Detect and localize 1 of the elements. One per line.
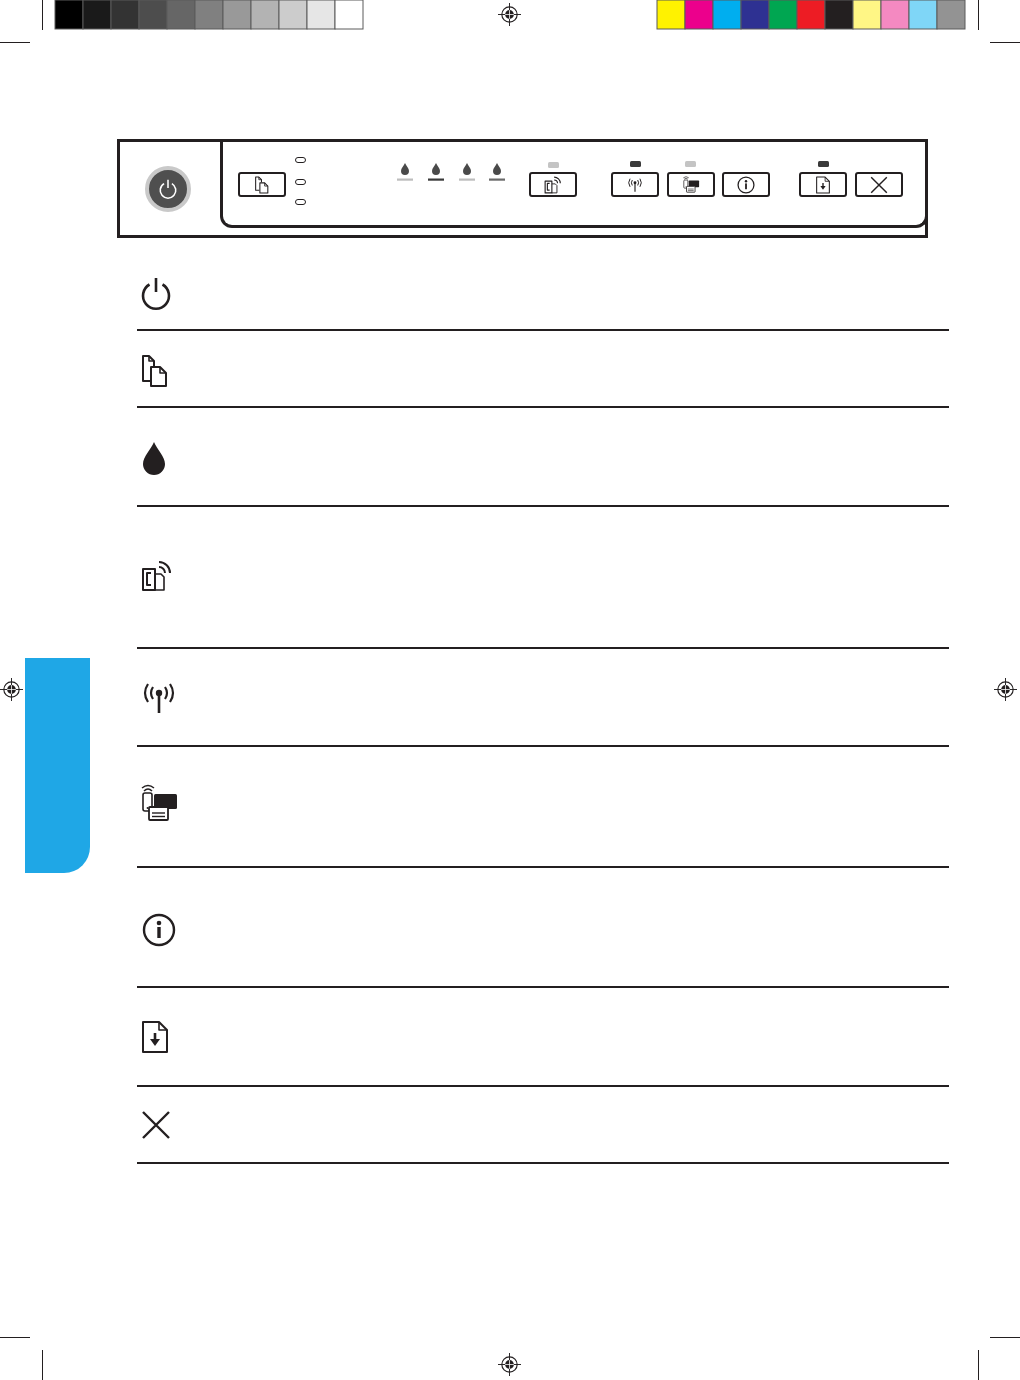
- side-tab: [25, 658, 90, 873]
